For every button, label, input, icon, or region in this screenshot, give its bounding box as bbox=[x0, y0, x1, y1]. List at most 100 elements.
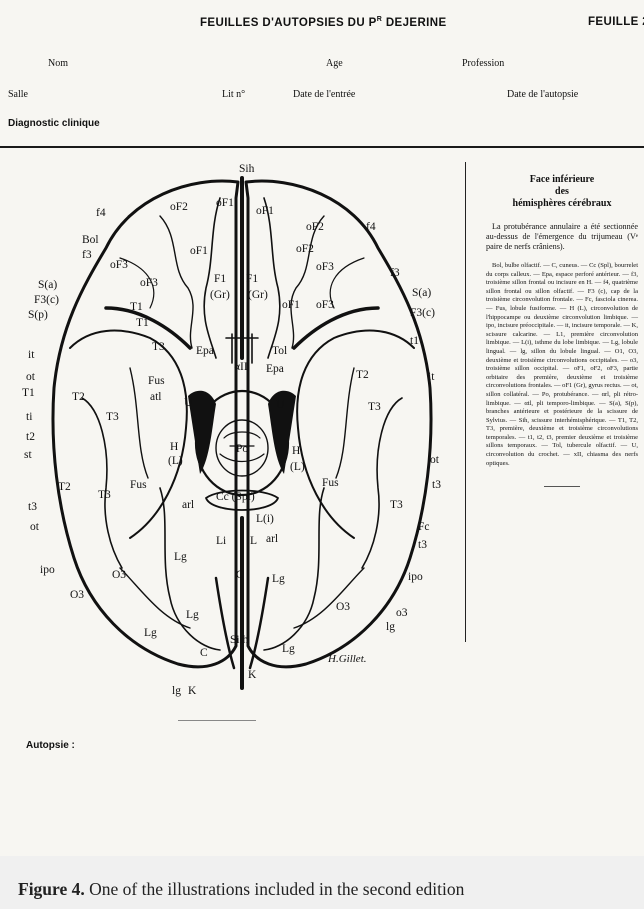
label-of2-tl: oF2 bbox=[170, 201, 188, 213]
label-u-r: U bbox=[276, 399, 285, 411]
label-gr-r: (Gr) bbox=[248, 289, 268, 301]
label-o-f3-l: oF3 bbox=[140, 277, 158, 289]
figure-caption-text: One of the illustrations included in the… bbox=[85, 879, 465, 899]
label-t3-br: T3 bbox=[368, 401, 381, 413]
label-t3-left: t3 bbox=[28, 501, 37, 513]
label-fus-br: Fus bbox=[322, 477, 339, 489]
field-salle: Salle bbox=[8, 89, 28, 100]
label-epa-l: Epa bbox=[196, 345, 214, 357]
label-t3-bl: T3 bbox=[106, 411, 119, 423]
label-lg-bl2: Lg bbox=[186, 609, 199, 621]
label-of1-l: oF1 bbox=[190, 245, 208, 257]
legend-title-line1: Face inférieure bbox=[486, 174, 638, 186]
label-of1-tl: oF1 bbox=[216, 197, 234, 209]
label-lg-br: Lg bbox=[272, 573, 285, 585]
label-tol: Tol bbox=[272, 345, 287, 357]
legend-end-rule bbox=[544, 486, 580, 487]
legend-title-line3: hémisphères cérébraux bbox=[486, 198, 638, 210]
label-o3-left: O3 bbox=[70, 589, 84, 601]
label-t3-al: T3 bbox=[152, 341, 165, 353]
label-t2-r: T2 bbox=[356, 369, 369, 381]
label-h-l: H bbox=[170, 441, 178, 453]
label-t3-ll: T3 bbox=[98, 489, 111, 501]
field-diagnostic: Diagnostic clinique bbox=[8, 118, 100, 129]
label-f3-left: f3 bbox=[82, 249, 92, 261]
label-fus-l: Fus bbox=[148, 375, 165, 387]
field-date-autopsie: Date de l'autopsie bbox=[507, 89, 578, 100]
label-f1gr-l: F1 bbox=[214, 273, 226, 285]
label-o-f1-l: oF1 bbox=[282, 299, 300, 311]
label-fc: Fc bbox=[418, 521, 430, 533]
label-t3-right: t3 bbox=[432, 479, 441, 491]
legend-divider bbox=[465, 162, 466, 642]
label-f3c-left: F3(c) bbox=[34, 294, 59, 306]
label-atl: atl bbox=[150, 391, 162, 403]
label-ti-left: ti bbox=[26, 411, 32, 423]
label-arl-r: arl bbox=[266, 533, 278, 545]
label-li-r: L bbox=[250, 535, 257, 547]
field-lit: Lit n° bbox=[222, 89, 245, 100]
label-sih-bottom: Si.h bbox=[230, 634, 248, 646]
label-k-bottom: K bbox=[188, 685, 197, 697]
label-of3-r: oF3 bbox=[316, 261, 334, 273]
label-t1-right: t1 bbox=[410, 335, 419, 347]
label-ot-left2: ot bbox=[30, 521, 40, 533]
label-hl-r: (L) bbox=[290, 461, 305, 473]
figure-label: Figure 4. bbox=[18, 879, 85, 899]
label-it-right: it bbox=[428, 371, 435, 383]
label-of2-r: oF2 bbox=[296, 243, 314, 255]
brain-illustration: Sih Si.h f4 f4 Bol f3 f3 S(a) F3(c) S(p)… bbox=[10, 158, 460, 703]
figure-caption: Figure 4. One of the illustrations inclu… bbox=[0, 856, 644, 909]
label-lg-bl3: Lg bbox=[144, 627, 157, 639]
autopsy-sheet: FEUILLES D'AUTOPSIES DU PR DEJERINE FEUI… bbox=[0, 0, 644, 856]
label-c-l: C bbox=[236, 569, 244, 581]
label-po: Po bbox=[236, 443, 248, 455]
autopsie-separator bbox=[178, 720, 256, 721]
label-o3-bl: O3 bbox=[112, 569, 126, 581]
label-t2-bl: T2 bbox=[72, 391, 85, 403]
label-l1-r: L(i) bbox=[256, 513, 274, 525]
label-t1-left: T1 bbox=[22, 387, 35, 399]
field-autopsie: Autopsie : bbox=[26, 740, 75, 751]
label-f4-left: f4 bbox=[96, 207, 106, 219]
legend-body: Bol, bulbe olfactif. — C, cuneus. — Cc (… bbox=[486, 262, 638, 468]
label-lg-bl: Lg bbox=[174, 551, 187, 563]
label-sp-left: S(p) bbox=[28, 309, 48, 321]
label-it-left: it bbox=[28, 349, 35, 361]
label-gr-l: (Gr) bbox=[210, 289, 230, 301]
label-sa-left: S(a) bbox=[38, 279, 57, 291]
label-xii: αII bbox=[234, 361, 248, 373]
field-nom: Nom bbox=[48, 58, 68, 69]
label-t1-al: T1 bbox=[130, 301, 143, 313]
label-ccspl: Cc (Spl) bbox=[216, 491, 255, 503]
label-sa-right: S(a) bbox=[412, 287, 431, 299]
label-t3-right2: t3 bbox=[418, 539, 427, 551]
label-u-l: U bbox=[184, 397, 193, 409]
label-o-f3-r: oF3 bbox=[316, 299, 334, 311]
label-lg-br2: Lg bbox=[282, 643, 295, 655]
label-ot-right: ot bbox=[430, 454, 440, 466]
header-rule bbox=[0, 146, 644, 148]
field-date-entree: Date de l'entrée bbox=[293, 89, 355, 100]
label-bol: Bol bbox=[82, 234, 99, 246]
label-of3-l: oF3 bbox=[110, 259, 128, 271]
legend: Face inférieure des hémisphères cérébrau… bbox=[486, 174, 638, 487]
label-f3c-right: F3(c) bbox=[410, 307, 435, 319]
label-of1-tr: oF1 bbox=[256, 205, 274, 217]
label-ipo-right: ipo bbox=[408, 571, 423, 583]
label-of2-tr: oF2 bbox=[306, 221, 324, 233]
field-age: Age bbox=[326, 58, 343, 69]
label-f3-right: f3 bbox=[390, 267, 400, 279]
field-profession: Profession bbox=[462, 58, 504, 69]
label-st-left: st bbox=[24, 449, 32, 461]
label-f4-right: f4 bbox=[366, 221, 376, 233]
label-t1b-al: T1 bbox=[136, 317, 149, 329]
label-t2-ll: T2 bbox=[58, 481, 71, 493]
label-epa-r: Epa bbox=[266, 363, 284, 375]
label-lg-bottom: lg bbox=[172, 685, 181, 697]
legend-intro: La protubérance annulaire a été sectionn… bbox=[486, 222, 638, 252]
label-arl-l: arl bbox=[182, 499, 194, 511]
label-hl-l: (L) bbox=[168, 455, 183, 467]
sheet-title: FEUILLES D'AUTOPSIES DU PR DEJERINE bbox=[200, 16, 447, 29]
label-li-l: Li bbox=[216, 535, 226, 547]
